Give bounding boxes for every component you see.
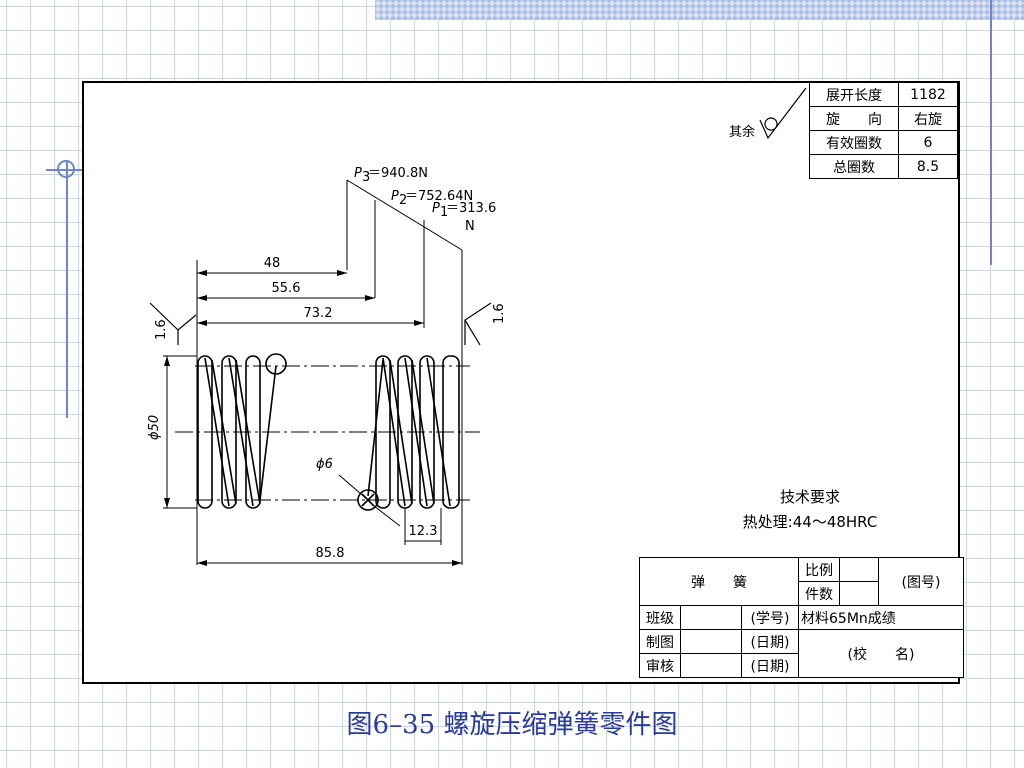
table-row: 件数 bbox=[640, 581, 964, 606]
dim-outer-diameter: ϕ50 bbox=[147, 415, 162, 440]
slide-decor-circle bbox=[57, 160, 75, 178]
param-value: 6 bbox=[898, 130, 958, 155]
roughness-left-value: 1.6 bbox=[154, 319, 169, 340]
dimension-arrows bbox=[164, 270, 462, 566]
param-label: 展开长度 bbox=[809, 82, 899, 107]
checked-label: 审核 bbox=[639, 653, 681, 678]
load-p1-sub: 1 bbox=[440, 205, 448, 220]
load-p2-sub: 2 bbox=[399, 193, 407, 208]
quantity-value bbox=[839, 581, 879, 606]
slide-decor-rule bbox=[990, 0, 992, 265]
title-block: 弹 簧 比例 (图号) 件数 班级 (学号) 材料65Mn成绩 制图 (日期) … bbox=[639, 557, 964, 678]
quantity-label: 件数 bbox=[798, 581, 840, 606]
table-row: 展开长度 1182 bbox=[809, 82, 958, 107]
student-number: (学号) bbox=[741, 605, 799, 630]
param-value: 8.5 bbox=[898, 154, 958, 179]
checked-value bbox=[680, 653, 742, 678]
param-label: 旋 向 bbox=[809, 106, 899, 131]
table-row: 制图 (日期) (校 名) bbox=[639, 629, 964, 678]
table-row: 旋 向 右旋 bbox=[809, 106, 958, 131]
material-grade: 材料65Mn成绩 bbox=[798, 605, 964, 630]
roughness-right-value: 1.6 bbox=[492, 303, 507, 324]
table-row: 总圈数 8.5 bbox=[809, 154, 958, 179]
spring-parameter-table: 展开长度 1182 旋 向 右旋 有效圈数 6 总圈数 8.5 bbox=[809, 82, 958, 179]
table-row: 有效圈数 6 bbox=[809, 130, 958, 155]
dim-wire-diameter: ϕ6 bbox=[316, 457, 333, 472]
load-p3-sym: P bbox=[354, 166, 362, 181]
checked-date: (日期) bbox=[741, 653, 799, 678]
table-row: 弹 簧 比例 (图号) bbox=[639, 557, 964, 606]
class-value bbox=[680, 605, 742, 630]
center-lines bbox=[175, 365, 480, 501]
dim-12-3: 12.3 bbox=[409, 524, 438, 539]
dimension-lines bbox=[163, 179, 463, 565]
param-value: 1182 bbox=[898, 82, 958, 107]
slide-decor-rule-left bbox=[66, 160, 68, 418]
heat-treatment-note: 热处理:44～48HRC bbox=[742, 513, 878, 531]
load-p3-sub: 3 bbox=[362, 170, 370, 185]
load-p3-value: ＝940.8N bbox=[368, 166, 428, 181]
dim-55-6: 55.6 bbox=[272, 281, 301, 296]
table-row: 班级 (学号) 材料65Mn成绩 bbox=[639, 605, 964, 630]
param-label: 总圈数 bbox=[809, 154, 899, 179]
drawing-number: (图号) bbox=[878, 557, 964, 606]
drawn-value bbox=[680, 629, 742, 654]
scale-value bbox=[839, 557, 879, 582]
dim-85-8: 85.8 bbox=[316, 546, 345, 561]
surface-finish-label: 其余 bbox=[729, 124, 755, 140]
part-name: 弹 簧 bbox=[639, 557, 799, 606]
scale-label: 比例 bbox=[798, 557, 840, 582]
load-p1-value: ＝313.6 bbox=[446, 201, 496, 216]
table-row: 审核 (日期) bbox=[639, 653, 964, 678]
top-decorative-band bbox=[375, 0, 1024, 20]
school-name: (校 名) bbox=[798, 629, 964, 678]
param-label: 有效圈数 bbox=[809, 130, 899, 155]
roughness-symbols bbox=[149, 87, 807, 346]
param-value: 右旋 bbox=[898, 106, 958, 131]
load-p1-sym: P bbox=[432, 201, 440, 216]
class-label: 班级 bbox=[639, 605, 681, 630]
dim-73-2: 73.2 bbox=[304, 306, 333, 321]
dim-48: 48 bbox=[264, 256, 281, 271]
load-p2-value: ＝752.64N bbox=[405, 189, 473, 204]
load-p2-sym: P bbox=[391, 189, 399, 204]
tech-requirements-title: 技术要求 bbox=[779, 488, 840, 506]
load-p1-unit: N bbox=[465, 219, 475, 234]
figure-caption: 图6–35 螺旋压缩弹簧零件图 bbox=[346, 710, 678, 740]
drawn-date: (日期) bbox=[741, 629, 799, 654]
drawn-label: 制图 bbox=[639, 629, 681, 654]
